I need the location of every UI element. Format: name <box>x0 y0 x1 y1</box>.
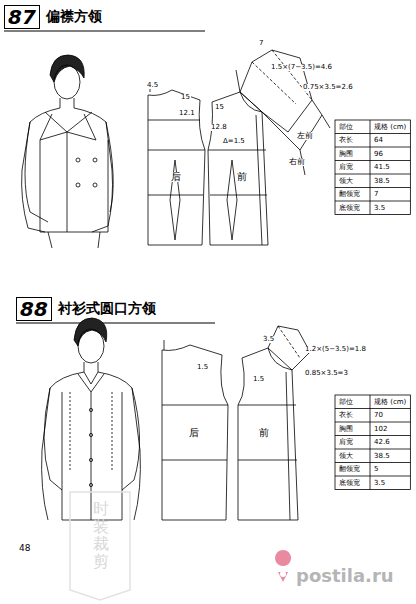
section-title: 衬衫式圆口方领 <box>58 300 156 318</box>
table-cell: 102 <box>373 426 388 433</box>
table-cell: 肩宽 <box>338 439 354 446</box>
table-cell: 64 <box>373 137 384 144</box>
dimension-label: 前 <box>236 172 248 182</box>
header-rule <box>4 30 205 31</box>
section-heading: 87 偏襟方领 <box>4 5 102 29</box>
table-cell: 底领宽 <box>338 205 361 212</box>
dimension-label: 1.5 <box>196 364 209 371</box>
dimension-label: 右前 <box>288 158 306 166</box>
dimension-label: 前 <box>258 428 270 438</box>
table-cell: 规格 (cm) <box>373 124 407 131</box>
page-number: 48 <box>18 544 31 553</box>
dimension-label: 1.5×(7−3.5)=4.6 <box>270 64 333 71</box>
table-cell: 3.5 <box>373 480 386 487</box>
table-cell: 41.5 <box>373 164 391 171</box>
back-piece <box>148 86 205 245</box>
fashion-figure <box>42 318 141 520</box>
table-cell: 42.6 <box>373 439 391 446</box>
site-watermark: postila.ru <box>295 567 395 585</box>
table-cell: 翻领宽 <box>338 191 361 198</box>
front-piece <box>238 348 298 520</box>
table-cell: 38.5 <box>373 178 391 185</box>
table-cell: 胸围 <box>338 426 354 433</box>
dimension-label: Δ=1.5 <box>222 138 246 145</box>
dimension-label: 4.5 <box>146 82 159 89</box>
table-cell: 96 <box>373 151 384 158</box>
section-number: 87 <box>4 5 40 29</box>
table-cell: 5 <box>373 466 379 473</box>
table-cell: 规格 (cm) <box>373 399 407 406</box>
dimension-label: 7 <box>258 40 264 47</box>
section-title: 偏襟方领 <box>46 8 102 26</box>
dimension-label: 后 <box>188 428 200 438</box>
table-cell: 领大 <box>338 453 354 460</box>
watermark-tag <box>70 492 130 600</box>
table-cell: 衣长 <box>338 137 354 144</box>
fashion-figure <box>22 55 114 248</box>
section-heading: 88 衬衫式圆口方领 <box>16 297 156 321</box>
table-cell: 部位 <box>338 124 354 131</box>
dimension-label: 12.8 <box>210 124 228 131</box>
table-cell: 肩宽 <box>338 164 354 171</box>
dimension-label: 0.85×3.5=3 <box>304 370 349 377</box>
site-logo <box>275 550 291 582</box>
table-cell: 部位 <box>338 399 354 406</box>
dimension-label: 15 <box>214 104 225 111</box>
table-cell: 翻领宽 <box>338 466 361 473</box>
dimension-label: 左前 <box>296 132 314 140</box>
table-cell: 70 <box>373 412 384 419</box>
section-number: 88 <box>16 297 52 321</box>
table-cell: 衣长 <box>338 412 354 419</box>
dimension-label: 0.75×3.5=2.6 <box>302 84 354 91</box>
table-cell: 领大 <box>338 178 354 185</box>
back-piece <box>162 340 228 520</box>
front-piece <box>208 70 268 245</box>
dimension-label: 后 <box>170 172 182 182</box>
dimension-label: 3.5 <box>262 336 275 343</box>
watermark: 时装裁剪 <box>92 500 110 570</box>
dimension-label: 15 <box>180 94 191 101</box>
dimension-label: 1.5 <box>252 376 265 383</box>
table-cell: 7 <box>373 191 379 198</box>
header-rule <box>16 322 215 323</box>
dimension-label: 12.1 <box>178 110 196 117</box>
table-cell: 38.5 <box>373 453 391 460</box>
table-cell: 胸围 <box>338 151 354 158</box>
dimension-label: 1.2×(5−3.5)=1.8 <box>304 346 367 353</box>
table-cell: 3.5 <box>373 205 386 212</box>
table-cell: 底领宽 <box>338 480 361 487</box>
spec-table <box>335 120 410 490</box>
